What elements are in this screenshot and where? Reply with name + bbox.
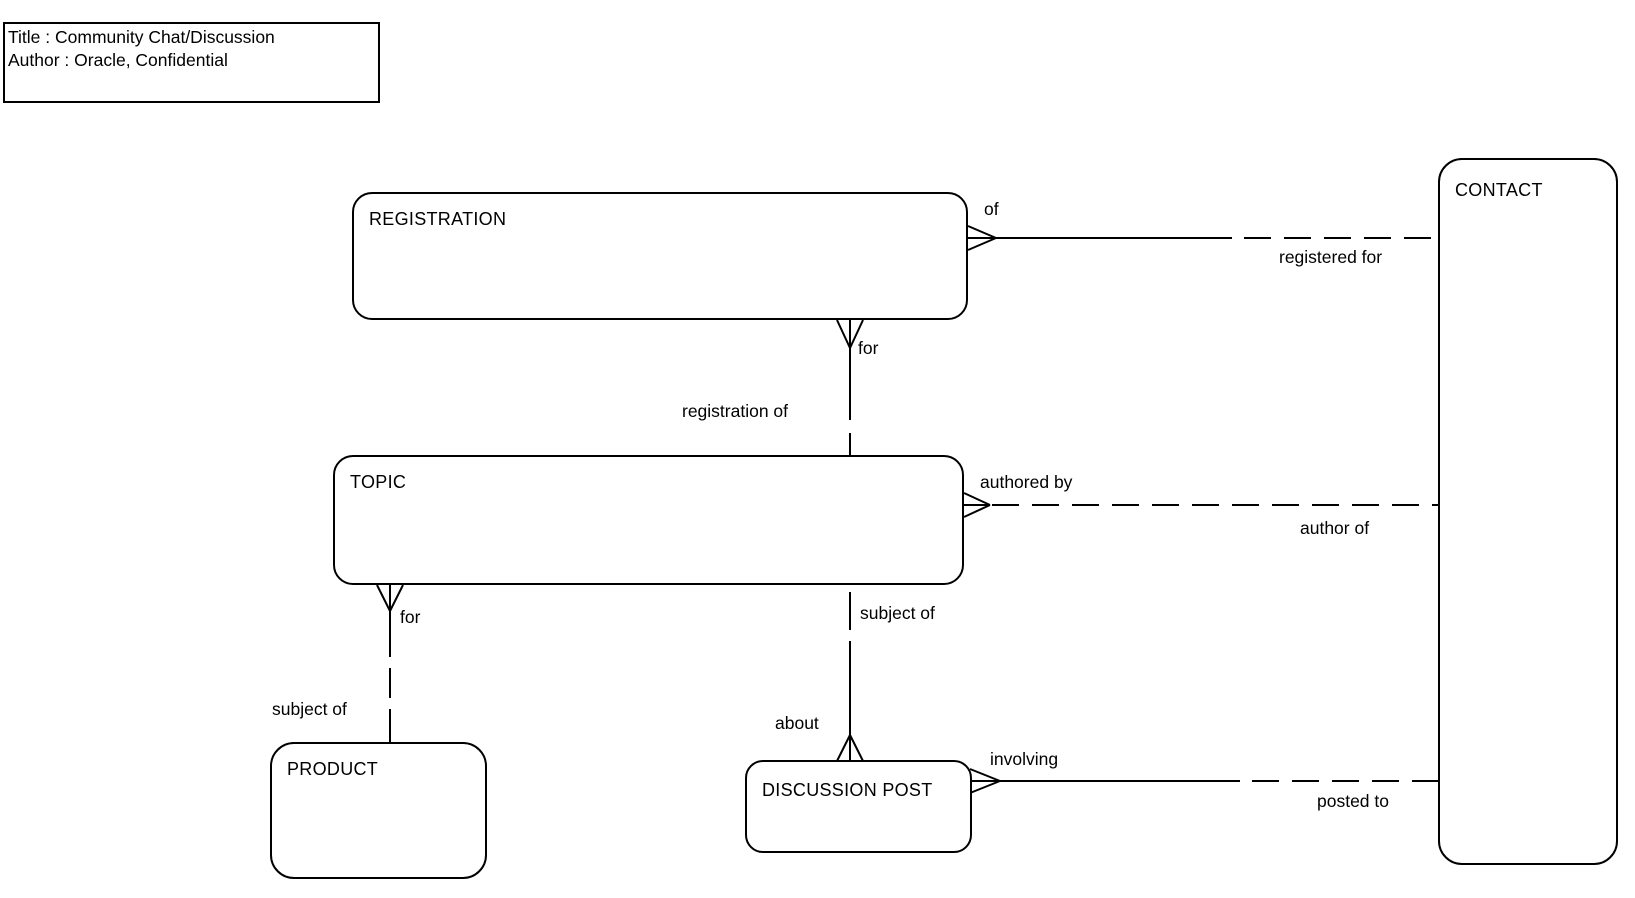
entity-discussion-post: DISCUSSION POST xyxy=(745,760,972,853)
relationship-label-involving: involving xyxy=(990,749,1059,769)
crows-foot-many-icon xyxy=(963,492,991,518)
crows-foot-many-icon xyxy=(836,319,864,349)
relationship-label-of: of xyxy=(984,199,999,219)
relationship-line-topic-product xyxy=(376,584,404,743)
entity-label: REGISTRATION xyxy=(369,209,507,229)
entity-contact: CONTACT xyxy=(1438,158,1618,865)
relationship-label-registration-of: registration of xyxy=(682,401,789,421)
relationship-label-authored-by: authored by xyxy=(980,472,1073,492)
entity-label: TOPIC xyxy=(350,472,407,492)
relationship-line-registration-topic xyxy=(836,319,864,456)
entity-label: DISCUSSION POST xyxy=(762,780,933,800)
diagram-title-block: Title : Community Chat/Discussion Author… xyxy=(3,22,380,103)
relationship-label-about: about xyxy=(775,713,819,733)
relationship-label-subject-of-product: subject of xyxy=(272,699,347,719)
entity-registration: REGISTRATION xyxy=(352,192,968,320)
crows-foot-many-icon xyxy=(969,768,1001,794)
relationship-label-registered-for: registered for xyxy=(1279,247,1383,267)
relationship-label-subject-of-post: subject of xyxy=(860,603,935,623)
relationship-label-for-product: for xyxy=(400,607,421,627)
crows-foot-many-icon xyxy=(967,225,997,251)
crows-foot-many-icon xyxy=(836,734,864,762)
entity-label: CONTACT xyxy=(1455,180,1543,200)
diagram-author: Author : Oracle, Confidential xyxy=(8,50,228,70)
relationship-label-for-topic: for xyxy=(858,338,879,358)
entity-label: PRODUCT xyxy=(287,759,379,779)
crows-foot-many-icon xyxy=(376,584,404,612)
relationship-label-author-of: author of xyxy=(1300,518,1370,538)
relationship-line-topic-discussion-post xyxy=(836,592,864,762)
relationship-line-topic-contact xyxy=(963,492,1440,518)
entity-topic: TOPIC xyxy=(333,455,964,585)
relationship-line-discussion-post-contact xyxy=(969,768,1440,794)
diagram-title: Title : Community Chat/Discussion xyxy=(8,27,275,47)
relationship-label-posted-to: posted to xyxy=(1317,791,1389,811)
relationship-line-registration-contact xyxy=(967,225,1440,251)
entity-product: PRODUCT xyxy=(270,742,487,879)
